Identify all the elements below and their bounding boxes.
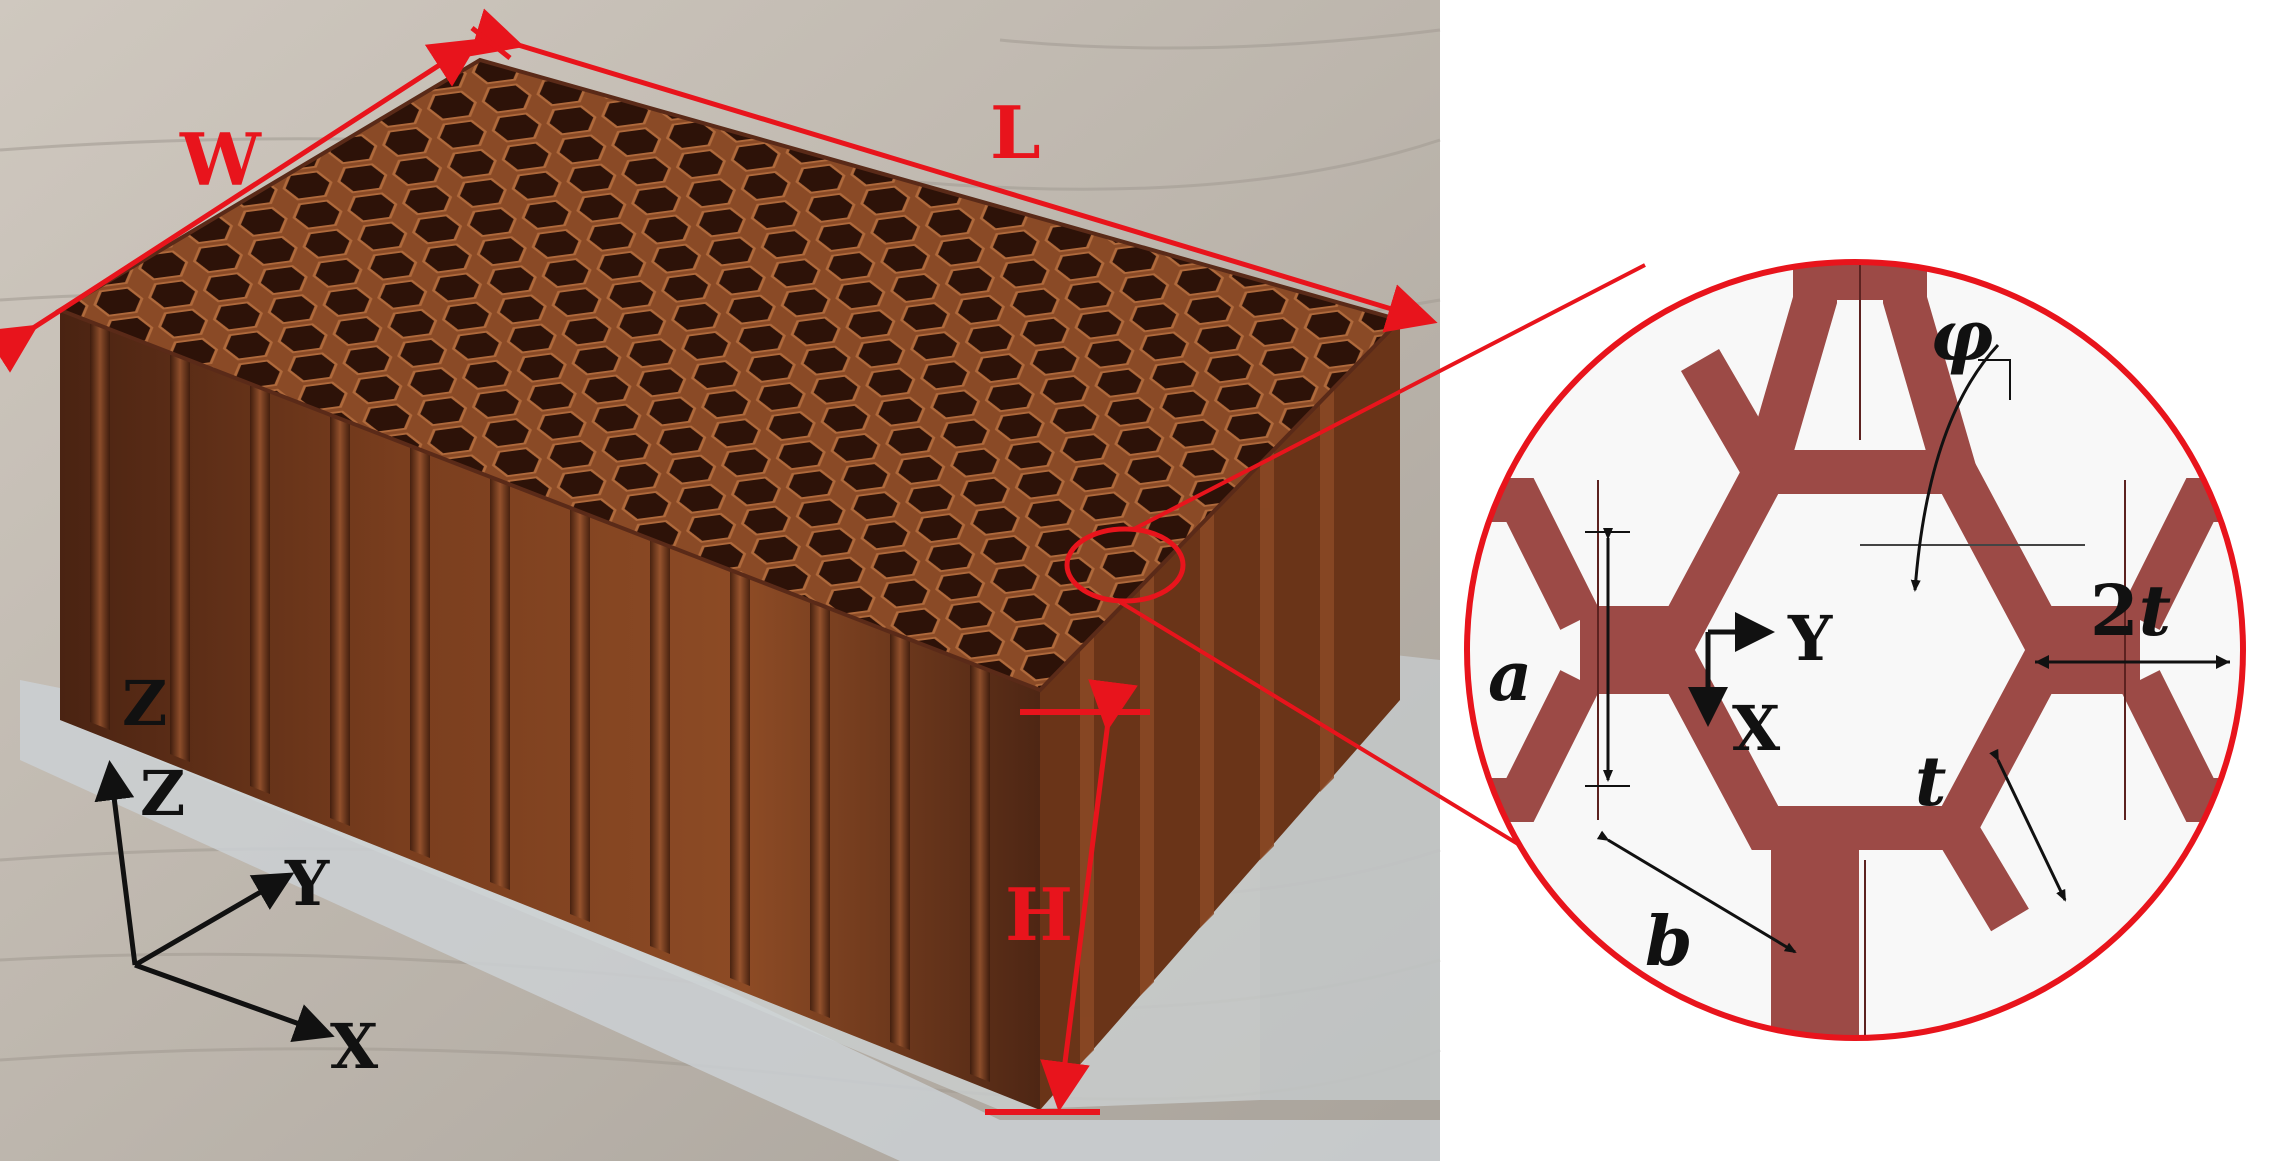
wall-2t-text: 2 [2090,569,2139,652]
phi-arc-arrow [1910,343,2000,592]
detail-circle: φ a b t 2t Y X [1464,259,2246,1041]
detail-x-label: X [1732,692,1781,765]
x-axis-label: X [330,1010,379,1083]
wall-t-label: t [1915,742,1946,822]
edge-a-label: a [1488,637,1532,717]
detail-highlight-ellipse [1064,526,1186,604]
detail-cells [1467,262,2243,1038]
front-ridges [90,322,990,1082]
length-dimension-line [469,8,1438,333]
width-label: W [179,117,262,202]
height-label: H [1005,872,1073,957]
photo-coordinate-axes [94,760,335,1042]
y-axis-arrow [133,872,295,968]
honeycomb-front-face [60,310,1040,1110]
z-top-label: Z [122,667,167,740]
cell-wall-lower-right [1936,816,2029,932]
edge-b-dimension [1596,830,1797,954]
height-dimension-line [1040,679,1138,1112]
cell-wall-top-right-diag [1883,262,1977,479]
dimension-tick [470,26,512,60]
width-dimension-line [0,38,481,373]
zoom-connector-top [1131,263,1646,532]
z-axis-label: Z [140,757,185,830]
length-label: L [990,90,1041,175]
photo-panel: W L H Z Z Y X [0,0,1441,1161]
y-axis-label: Y [284,847,330,920]
wall-2t-italic-t: t [2139,569,2171,652]
wall-2t-label: 2t [2090,569,2171,652]
cell-wall-top-left-diag [1743,262,1837,479]
phi-label: φ [1930,294,1993,377]
wall-2t-arrow-right [2216,655,2230,669]
x-axis-arrow [134,962,335,1042]
wall-t-dimension [1989,748,2067,902]
z-axis-arrow [94,760,138,966]
detail-y-label: Y [1787,602,1833,675]
edge-b-label: b [1645,902,1693,982]
detail-circle-border [1464,259,2246,1041]
phi-leader [1978,359,2011,400]
wall-2t-arrow-left [2035,655,2049,669]
